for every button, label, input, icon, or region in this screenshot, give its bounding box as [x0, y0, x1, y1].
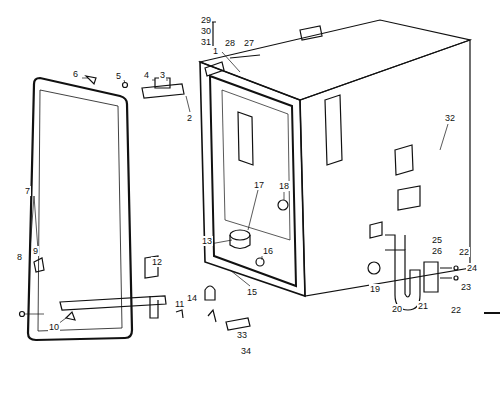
callout-number: 14: [186, 293, 198, 303]
callout-number: 17: [253, 180, 265, 190]
callout-number: 11: [174, 299, 185, 309]
callout-number: 12: [151, 257, 163, 267]
callout-number: 22: [450, 305, 462, 315]
callout-number: 6: [72, 69, 79, 79]
callout-number: 22: [458, 247, 470, 257]
callout-number: 19: [369, 284, 381, 294]
callout-number: 1: [212, 46, 219, 56]
callout-number: 30: [200, 26, 212, 36]
callout-number: 27: [243, 38, 255, 48]
callout-number: 2: [186, 113, 193, 123]
callout-number: 3: [159, 70, 166, 80]
callout-number: 20: [391, 304, 403, 314]
callout-number: 29: [200, 15, 212, 25]
callout-number: 15: [246, 287, 258, 297]
callout-number: 24: [466, 263, 478, 273]
callout-number: 9: [32, 246, 39, 256]
callout-number: 10: [48, 322, 60, 332]
callout-number: 31: [200, 37, 212, 47]
callout-number: 18: [278, 181, 290, 191]
callout-number: 32: [444, 113, 456, 123]
callout-number: 33: [236, 330, 248, 340]
callout-number: 28: [224, 38, 236, 48]
callout-number: 23: [460, 282, 472, 292]
callout-number: 5: [115, 71, 122, 81]
callout-number: 21: [417, 301, 429, 311]
callout-number: 16: [262, 246, 274, 256]
callout-number: 26: [431, 246, 443, 256]
callout-number: 13: [201, 236, 213, 246]
callout-number: 34: [240, 346, 252, 356]
callout-number: 25: [431, 235, 443, 245]
callout-number: 8: [16, 252, 23, 262]
callout-number: 7: [24, 186, 31, 196]
callout-number: 4: [143, 70, 150, 80]
